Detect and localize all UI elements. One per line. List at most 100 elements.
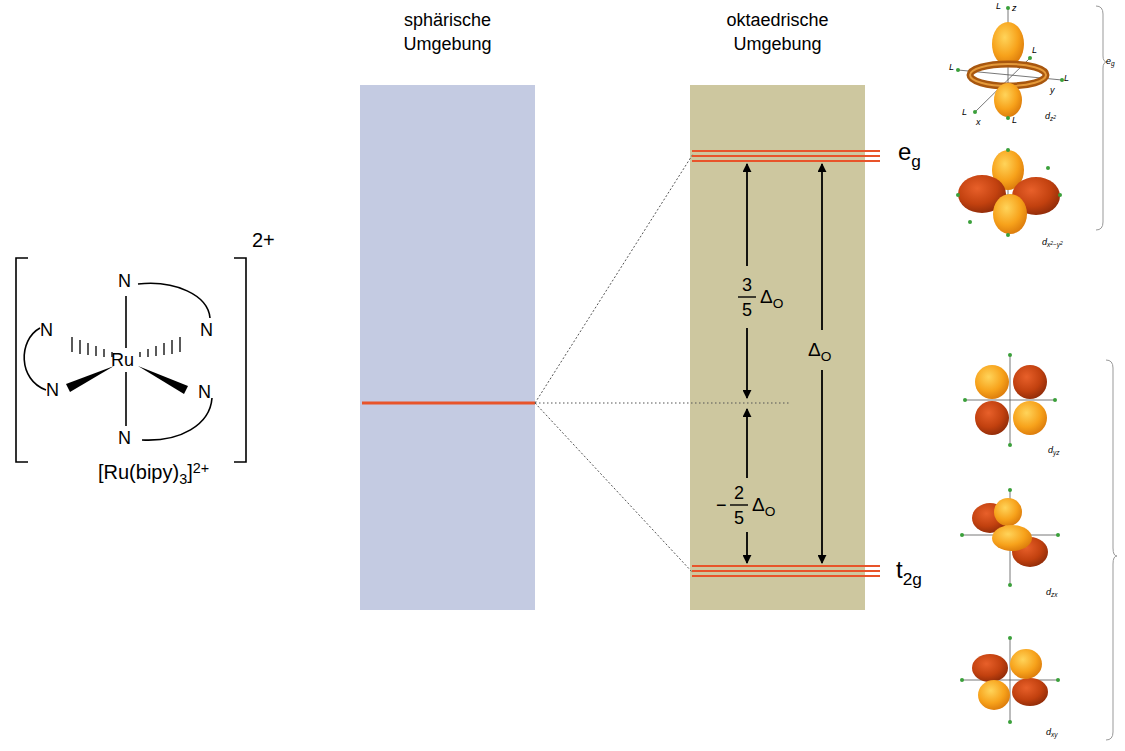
orbital-set-label: e [1106,57,1111,66]
atom-label: N [46,381,59,399]
orbital-label: 2 [1050,242,1053,247]
bracket [1096,6,1117,740]
orbital-dz2 [956,6,1064,120]
orbital-set-label: g [1111,61,1115,67]
fraction-number-group: 2 [734,484,744,502]
atom-label-group: N [118,272,131,290]
orbital-dx2y2 [956,148,1062,237]
fraction-bar [730,297,756,505]
orbital-label-group: dyz [1048,446,1059,455]
molecule-structure [16,258,246,462]
ligand-label-group: L [1012,116,1017,125]
delta-symbol-group: ΔO [752,495,775,514]
energy-levels [362,151,880,576]
delta-symbol: Δ [752,495,765,514]
atom-label-group: N [40,321,53,339]
orbital-label: −y [1053,242,1060,248]
complex-formula: 3 [179,472,187,486]
orbital-label: d [1042,238,1047,247]
environment-band: sphärische Umgebung [360,8,535,610]
orbital-label: d [1048,446,1053,455]
ligand-label-group: L [1064,74,1069,83]
ligand-label-group: L [996,2,1001,11]
axis-label: x [976,118,981,127]
delta-symbol: Δ [760,287,773,306]
orbital-label: xy [1051,732,1057,738]
complex-formula: ] [187,462,193,482]
level-label-group: t2g [896,558,922,582]
orbital-label-group: dx2−y2 [1042,238,1063,247]
orbital-label: x [1047,242,1050,248]
minus-sign-group: − [716,496,727,514]
ligand-label: L [1064,74,1069,83]
delta-symbol: O [821,350,832,364]
orbital-label: z [1050,116,1053,122]
orbital-set-label-group: eg [1106,57,1115,66]
orbital-dxy [960,636,1060,724]
atom-label-group: N [118,429,131,447]
atom-label: Ru [111,351,134,369]
ligand-label-group: L [949,63,954,72]
atom-label: N [198,383,211,401]
fraction-number: 5 [742,301,752,319]
orbital-label: d [1046,728,1051,737]
fraction-number-group: 5 [734,509,744,527]
orbital-label: d [1046,588,1051,597]
axis-label-group: y [1050,86,1055,95]
ligand-label: L [1012,116,1017,125]
ligand-label: L [962,108,967,117]
band-fill [360,85,535,610]
atom-label: N [118,272,131,290]
fraction-number: 2 [734,484,744,502]
axis-label: y [1050,86,1055,95]
label-patch [714,266,844,532]
fraction-number-group: 5 [742,301,752,319]
atom-label: N [40,321,53,339]
axis-label-group: z [1012,4,1017,13]
atom-label-group: N [198,383,211,401]
fraction-number: 5 [734,509,744,527]
level-label: 2g [903,571,922,588]
heading-box: sphärische Umgebung [360,8,535,56]
axis-label: z [1012,4,1017,13]
level-label: t [896,558,903,582]
atom-label-group: N [200,321,213,339]
orbital-dzx [960,488,1060,587]
orbital-label: yz [1053,450,1059,456]
delta-symbol-group: ΔO [760,287,783,306]
delta-symbol: O [765,505,776,519]
level-label-group: eg [898,140,921,164]
level-label: g [911,153,921,170]
fraction-number: 3 [742,276,752,294]
orbital-label: 2 [1053,116,1056,121]
filled-wedge [66,366,188,394]
complex-formula: [Ru(bipy) [98,462,179,482]
orbital-label-group: dxy [1046,728,1057,737]
ligand-label: L [949,63,954,72]
ligand-label: L [996,2,1001,11]
ligand-label-group: L [1032,46,1037,55]
orbital-label: zx [1051,592,1057,598]
charge-label-group: 2+ [252,230,275,250]
delta-symbol: O [773,297,784,311]
atom-label: N [200,321,213,339]
fraction-number-group: 3 [742,276,752,294]
band-heading: oktaedrische Umgebung [713,8,843,56]
delta-symbol-group: ΔO [808,340,831,359]
delta-symbol: Δ [808,340,821,359]
heading-box: oktaedrische Umgebung [690,8,865,56]
axis-label-group: x [976,118,981,127]
orbital-label-group: dzx [1046,588,1057,597]
orbital-label: 2 [1060,242,1063,247]
minus-sign: − [716,496,727,514]
complex-formula-group: [Ru(bipy)3]2+ [98,462,209,482]
atom-label-group: N [46,381,59,399]
orbital-dyz [963,353,1057,447]
complex-formula: 2+ [193,461,209,475]
charge-label: 2+ [252,230,275,250]
atom-label: N [118,429,131,447]
level-label: e [898,140,911,164]
ligand-label-group: L [962,108,967,117]
orbital-label-group: dz2 [1045,112,1056,121]
